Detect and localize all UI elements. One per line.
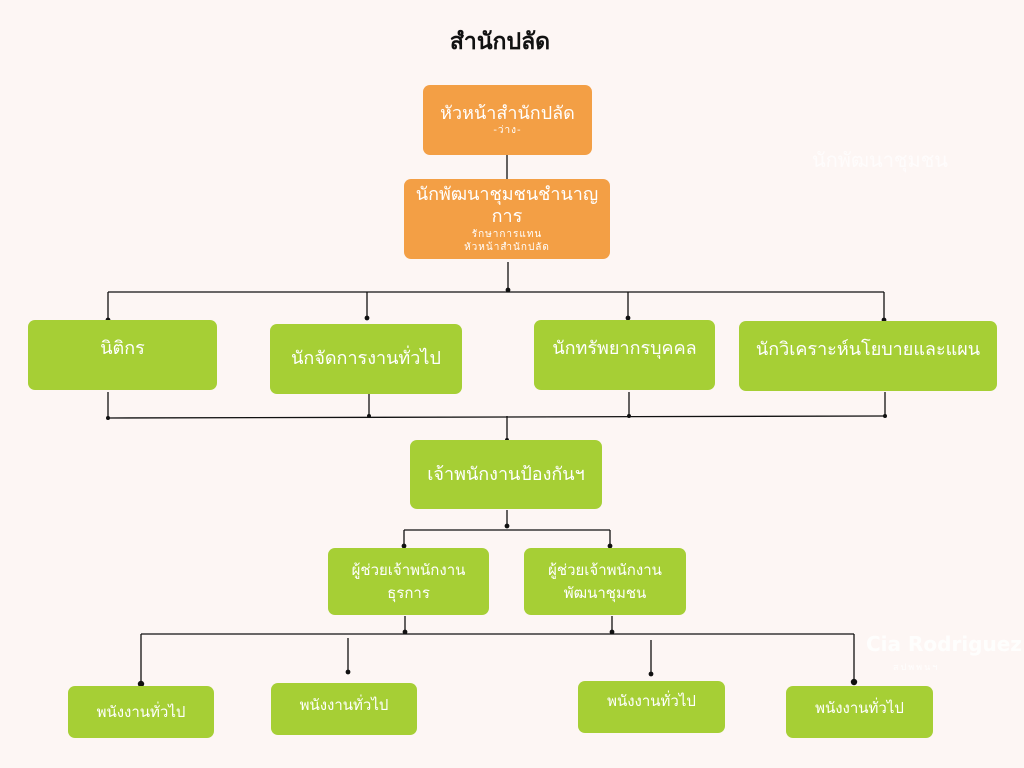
officer-box-general-admin: นักจัดการงานทั่วไป — [270, 324, 462, 394]
assistant-community-line-2: พัฒนาชุมชน — [563, 583, 647, 602]
head-box: หัวหน้าสำนักปลัด -ว่าง- — [423, 85, 592, 155]
staff-box-2: พนังงานทั่วไป — [271, 683, 417, 735]
faint-background-text: นักพัฒนาชุมชน — [812, 148, 948, 172]
head-title: หัวหน้าสำนักปลัด — [440, 102, 575, 124]
officer-box-hr: นักทรัพยากรบุคคล — [534, 320, 715, 390]
staff-box-1: พนังงานทั่วไป — [68, 686, 214, 738]
assistant-community-line-1: ผู้ช่วยเจ้าพนักงาน — [548, 561, 662, 579]
acting-head-box: นักพัฒนาชุมชนชำนาญการ รักษาการแทน หัวหน้… — [404, 179, 610, 259]
protection-officer-box: เจ้าพนักงานป้องกันฯ — [410, 440, 602, 509]
officer-box-policy: นักวิเคราะห์นโยบายและแผน — [739, 321, 997, 391]
assistant-box-community: ผู้ช่วยเจ้าพนักงาน พัฒนาชุมชน — [524, 548, 686, 615]
staff-box-3: พนังงานทั่วไป — [578, 681, 725, 733]
staff-box-4: พนังงานทั่วไป — [786, 686, 933, 738]
officer-box-legal: นิติกร — [28, 320, 217, 390]
assistant-admin-line-2: ธุรการ — [387, 583, 430, 602]
chart-title: สำนักปลัด — [449, 29, 551, 55]
watermark-tag: สปพพนฯ — [893, 663, 940, 673]
acting-line-2: หัวหน้าสำนักปลัด — [464, 241, 550, 253]
assistant-admin-line-1: ผู้ช่วยเจ้าพนักงาน — [351, 561, 466, 579]
assistant-box-admin: ผู้ช่วยเจ้าพนักงาน ธุรการ — [328, 548, 489, 615]
acting-line-1: รักษาการแทน — [471, 228, 543, 240]
acting-title: นักพัฒนาชุมชนชำนาญการ — [415, 184, 599, 227]
head-status: -ว่าง- — [493, 125, 522, 137]
watermark-name: Cia Rodriguez — [866, 632, 1022, 656]
